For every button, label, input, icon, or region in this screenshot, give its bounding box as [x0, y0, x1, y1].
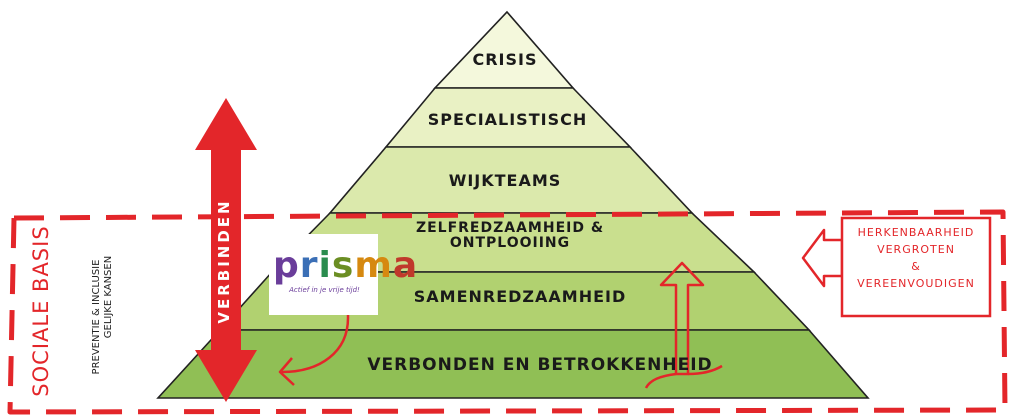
prisma-logo: prisma Actief in je vrije tijd!: [269, 234, 419, 315]
layer-label-wijkteams: WIJKTEAMS: [448, 171, 562, 190]
pyramid-layer-verbonden: [156, 329, 870, 399]
sociale-basis-dashed-border: [7, 209, 1008, 415]
layer-label-zelfredzaamheid: ZELFREDZAAMHEID & ONTPLOOIING: [415, 220, 605, 251]
up-arrow-right-tail: [644, 364, 723, 389]
layer-label-crisis: CRISIS: [472, 50, 538, 69]
up-arrow-right: [659, 261, 705, 376]
left-arrow-from-box: [801, 228, 844, 288]
layer-label-samenredzaamheid: SAMENREDZAAMHEID: [413, 287, 627, 306]
layer-label-specialistisch: SPECIALISTISCH: [427, 110, 588, 129]
verbinden-label: VERBINDEN: [215, 198, 233, 324]
herkenbaarheid-box: [840, 216, 992, 318]
verbinden-arrow: [195, 98, 257, 402]
prisma-tagline: Actief in je vrije tijd!: [289, 286, 360, 294]
prisma-logo-word: prisma: [273, 245, 419, 286]
sociale-basis-title: SOCIALE BASIS: [29, 225, 53, 397]
gelijke-kansen-label: GELIJKE KANSEN: [103, 255, 114, 339]
curved-arrow-left: [281, 300, 350, 374]
herkenbaarheid-text: HERKENBAARHEID VERGROTEN & VEREENVOUDIGE…: [857, 226, 975, 290]
layer-label-verbonden: VERBONDEN EN BETROKKENHEID: [367, 355, 713, 375]
curved-arrow-left-head: [278, 357, 295, 386]
